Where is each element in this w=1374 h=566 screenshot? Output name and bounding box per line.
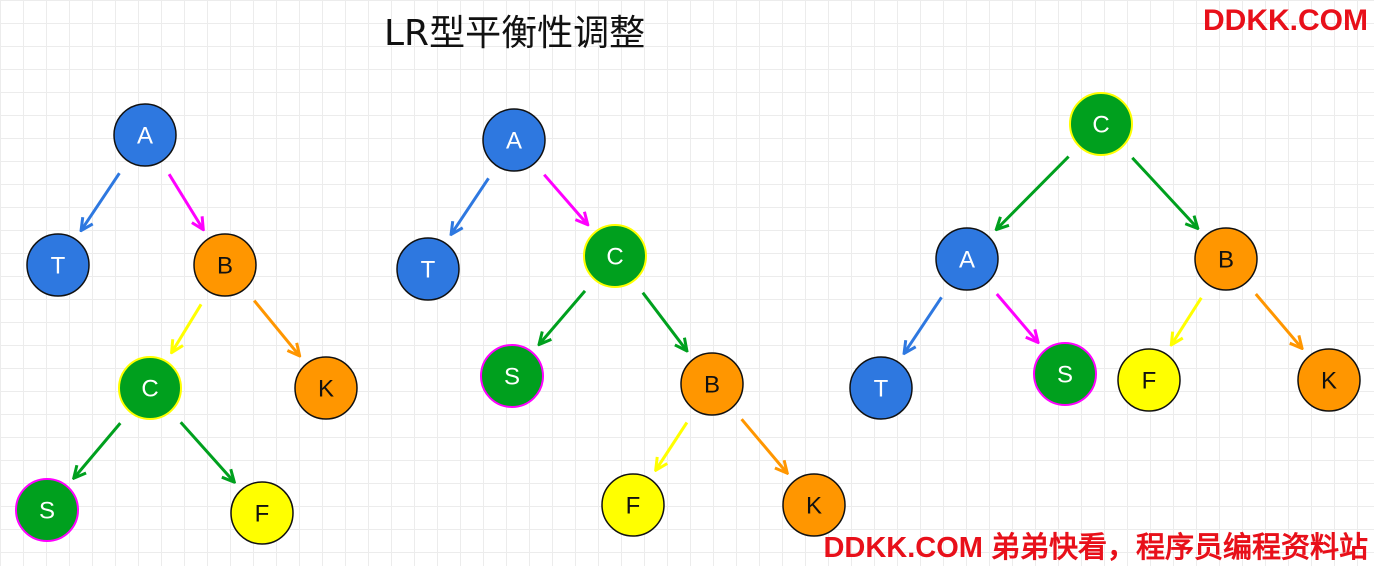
tree2-node-t: T bbox=[396, 237, 460, 301]
node-label: A bbox=[506, 128, 522, 155]
node-circle bbox=[480, 344, 544, 408]
node-circle bbox=[230, 481, 294, 545]
node-label: B bbox=[217, 253, 233, 280]
tree1-edge-a-b bbox=[167, 173, 202, 228]
node-label: S bbox=[1057, 362, 1073, 389]
tree3-edge-c-a bbox=[997, 155, 1070, 229]
node-circle bbox=[849, 356, 913, 420]
node-circle bbox=[583, 224, 647, 288]
node-circle bbox=[15, 478, 79, 542]
tree1-node-a: A bbox=[113, 103, 177, 167]
node-circle bbox=[601, 473, 665, 537]
watermark-top: DDKK.COM bbox=[1203, 4, 1368, 37]
tree1-edge-b-k bbox=[253, 299, 299, 355]
tree2-edge-c-s bbox=[540, 289, 587, 344]
tree3-node-s: S bbox=[1033, 342, 1097, 406]
node-label: T bbox=[421, 257, 436, 284]
tree3-edge-a-t bbox=[905, 296, 943, 352]
tree2-node-k: K bbox=[782, 473, 846, 537]
tree1-edge-a-t bbox=[82, 172, 121, 229]
tree3-node-a: A bbox=[935, 227, 999, 291]
node-label: B bbox=[704, 372, 720, 399]
tree2-node-a: A bbox=[482, 108, 546, 172]
watermark-bottom: DDKK.COM 弟弟快看，程序员编程资料站 bbox=[823, 532, 1368, 564]
tree1-edge-c-s bbox=[75, 422, 122, 477]
node-label: F bbox=[1142, 368, 1157, 395]
node-label: C bbox=[1092, 112, 1109, 139]
tree1-node-b: B bbox=[193, 233, 257, 297]
node-label: S bbox=[504, 364, 520, 391]
tree3-edge-b-f bbox=[1172, 296, 1203, 344]
tree3-edge-b-k bbox=[1254, 293, 1301, 347]
node-circle bbox=[294, 356, 358, 420]
node-circle bbox=[935, 227, 999, 291]
tree1-node-t: T bbox=[26, 233, 90, 297]
node-circle bbox=[396, 237, 460, 301]
tree3-edge-a-s bbox=[995, 293, 1037, 341]
node-circle bbox=[482, 108, 546, 172]
node-label: F bbox=[255, 501, 270, 528]
diagram-title: LR型平衡性调整 bbox=[384, 13, 646, 54]
node-circle bbox=[782, 473, 846, 537]
node-circle bbox=[1033, 342, 1097, 406]
node-label: T bbox=[874, 376, 889, 403]
node-circle bbox=[118, 356, 182, 420]
node-label: K bbox=[1321, 368, 1337, 395]
node-circle bbox=[680, 352, 744, 416]
tree1-node-s: S bbox=[15, 478, 79, 542]
tree3-node-b: B bbox=[1194, 227, 1258, 291]
tree1-edge-c-f bbox=[179, 421, 234, 481]
tree2-edge-b-k bbox=[740, 418, 787, 472]
node-label: S bbox=[39, 498, 55, 525]
node-circle bbox=[1297, 348, 1361, 412]
node-label: K bbox=[318, 376, 334, 403]
node-circle bbox=[1194, 227, 1258, 291]
tree3-node-f: F bbox=[1117, 348, 1181, 412]
tree1-node-k: K bbox=[294, 356, 358, 420]
tree2-node-s: S bbox=[480, 344, 544, 408]
tree3-node-t: T bbox=[849, 356, 913, 420]
node-circle bbox=[193, 233, 257, 297]
tree2-edge-a-t bbox=[452, 177, 490, 233]
node-label: C bbox=[606, 244, 623, 271]
node-label: C bbox=[141, 376, 158, 403]
tree1-node-c: C bbox=[118, 356, 182, 420]
tree3-edge-c-b bbox=[1131, 156, 1197, 228]
tree2-node-c: C bbox=[583, 224, 647, 288]
node-label: A bbox=[959, 247, 975, 274]
node-circle bbox=[113, 103, 177, 167]
node-label: K bbox=[806, 493, 822, 520]
tree1-edge-b-c bbox=[172, 303, 203, 351]
tree3-node-c: C bbox=[1069, 92, 1133, 156]
tree1-node-f: F bbox=[230, 481, 294, 545]
node-circle bbox=[1117, 348, 1181, 412]
node-label: B bbox=[1218, 247, 1234, 274]
tree2-edge-b-f bbox=[657, 421, 689, 470]
tree2-edge-a-c bbox=[543, 173, 587, 224]
tree2-edge-c-b bbox=[641, 291, 686, 350]
node-circle bbox=[26, 233, 90, 297]
node-circle bbox=[1069, 92, 1133, 156]
tree2-node-b: B bbox=[680, 352, 744, 416]
node-label: A bbox=[137, 123, 153, 150]
node-label: F bbox=[626, 493, 641, 520]
tree2-node-f: F bbox=[601, 473, 665, 537]
node-label: T bbox=[51, 253, 66, 280]
tree3-node-k: K bbox=[1297, 348, 1361, 412]
